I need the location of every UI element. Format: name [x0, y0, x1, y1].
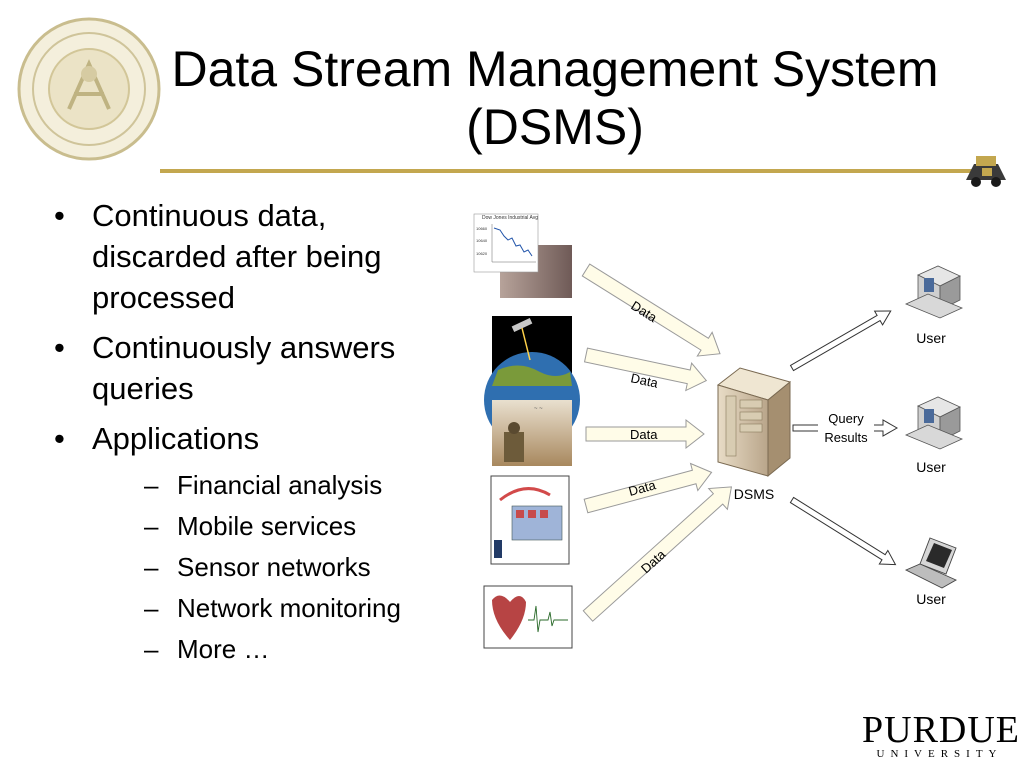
- data-arrow: [581, 263, 721, 357]
- soldier-sensor-image: ~ ~: [492, 400, 572, 466]
- data-arrow: [582, 486, 733, 622]
- stock-y-tick: 10640: [476, 238, 488, 243]
- sub-bullet-item: Sensor networks: [92, 547, 452, 588]
- query-label: Query: [828, 411, 864, 426]
- user-label: User: [916, 330, 946, 346]
- heart-monitor-image: [483, 585, 573, 649]
- title-line-1: Data Stream Management System: [171, 41, 939, 97]
- sub-bullet-list: Financial analysis Mobile services Senso…: [92, 465, 452, 670]
- purdue-seal-logo: [17, 17, 161, 161]
- user-label: User: [916, 591, 946, 607]
- stock-y-tick: 10620: [476, 251, 488, 256]
- network-device-image: [490, 475, 570, 565]
- sub-bullet-item: Network monitoring: [92, 588, 452, 629]
- sub-bullet-item: Mobile services: [92, 506, 452, 547]
- sub-bullet-item: Financial analysis: [92, 465, 452, 506]
- data-arrow: [583, 462, 713, 514]
- user-computer-icon: [904, 265, 964, 319]
- dsms-diagram: Dow Jones Industrial Avg 10660 10640 106…: [473, 213, 964, 649]
- output-arrow: [789, 310, 892, 372]
- stock-y-tick: 10660: [476, 226, 488, 231]
- title-line-2: (DSMS): [466, 99, 644, 155]
- bullet-item: Continuous data, discarded after being p…: [52, 195, 452, 318]
- data-label: Data: [627, 477, 658, 499]
- stock-chart-title: Dow Jones Industrial Avg: [482, 215, 538, 221]
- data-arrow: [583, 347, 708, 392]
- slide-title: Data Stream Management System (DSMS): [150, 40, 960, 156]
- user-label: User: [916, 459, 946, 475]
- dsms-server-icon: [716, 367, 792, 478]
- dsms-label: DSMS: [734, 486, 774, 502]
- data-label: Data: [629, 370, 660, 391]
- train-logo-icon: [966, 156, 1006, 187]
- user-laptop-icon: [904, 537, 957, 589]
- output-arrow: [789, 496, 897, 566]
- bullet-item: Applications Financial analysis Mobile s…: [52, 418, 452, 670]
- sub-bullet-item: More …: [92, 629, 452, 670]
- bullet-list: Continuous data, discarded after being p…: [52, 195, 452, 679]
- title-divider: [160, 169, 978, 173]
- purdue-wordmark: PURDUE: [862, 709, 1021, 751]
- university-wordmark: UNIVERSITY: [876, 748, 1003, 760]
- svg-text:~ ~: ~ ~: [534, 406, 543, 412]
- user-computer-icon: [904, 396, 964, 450]
- data-arrow: [585, 418, 705, 450]
- purdue-university-logo: PURDUE UNIVERSITY: [862, 709, 1021, 760]
- data-label: Data: [630, 427, 658, 442]
- results-label: Results: [824, 430, 868, 445]
- stock-market-image: Dow Jones Industrial Avg 10660 10640 106…: [473, 213, 572, 298]
- bullet-item: Continuously answers queries: [52, 327, 452, 409]
